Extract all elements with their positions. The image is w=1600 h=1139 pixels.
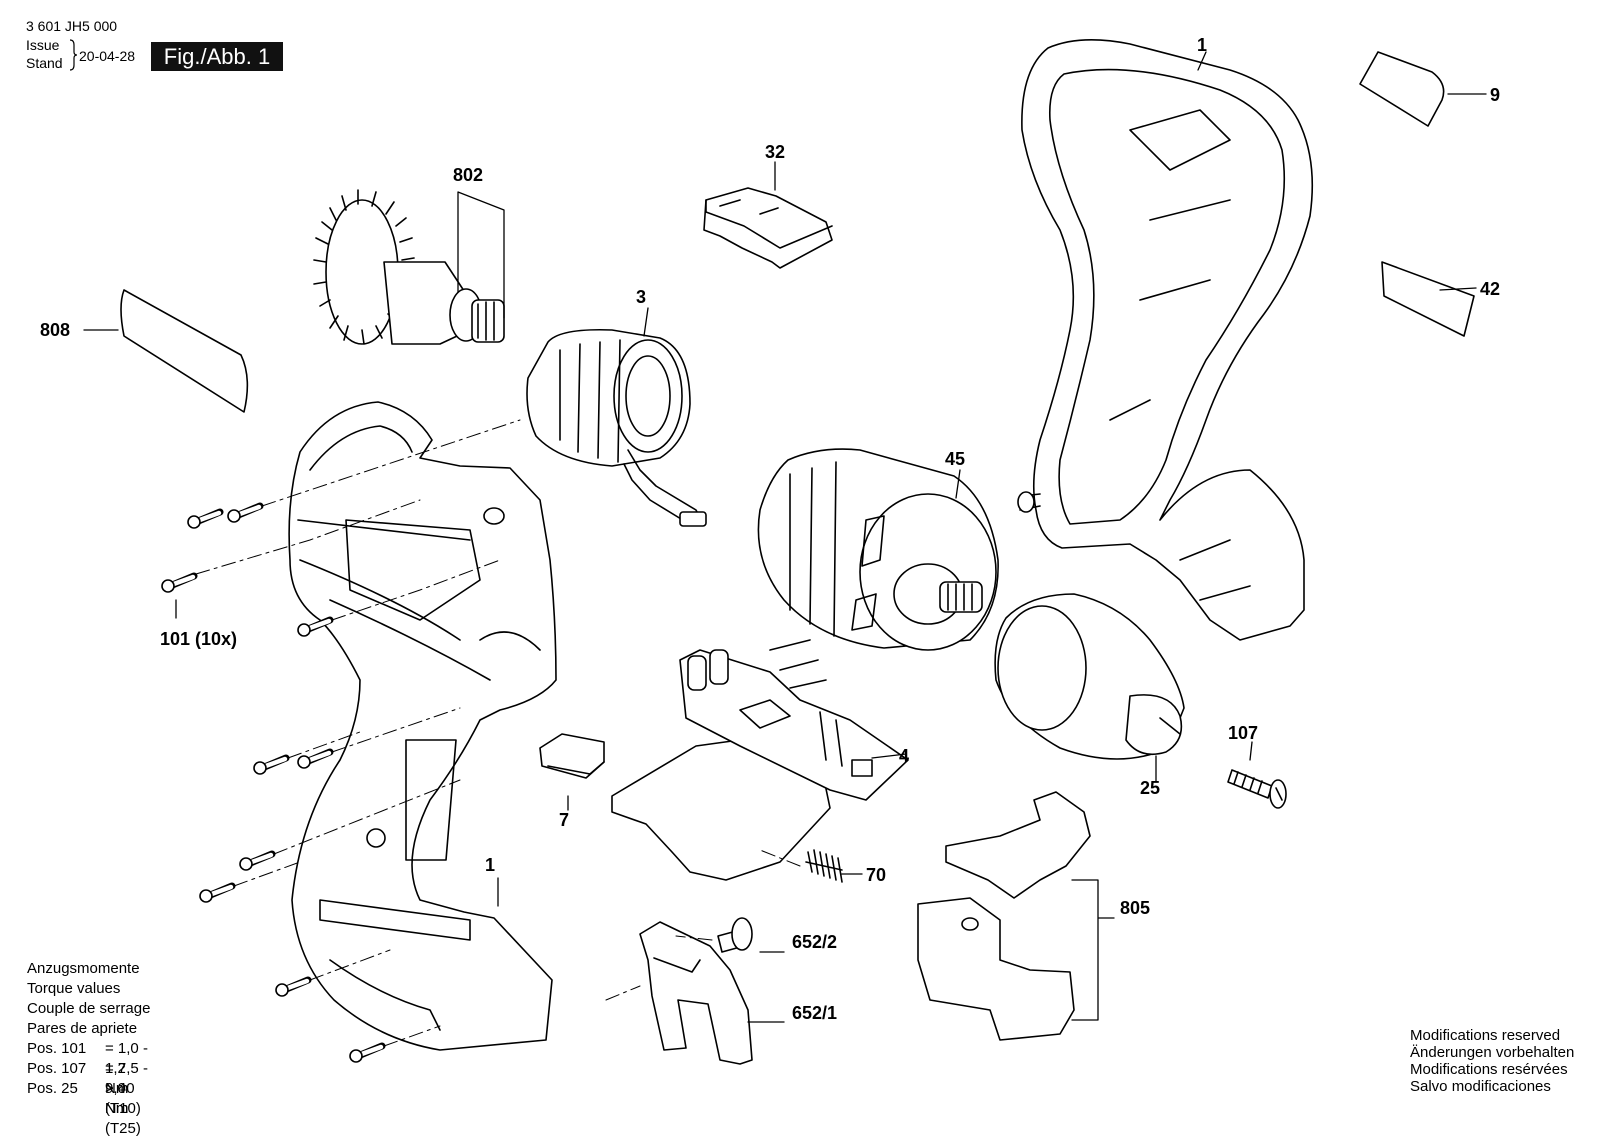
torque-title-es: Pares de apriete — [27, 1020, 138, 1037]
part-25-chuck — [994, 593, 1185, 760]
part-42-label — [1381, 261, 1475, 337]
reserved-fr: Modifications resérvées — [1410, 1061, 1568, 1078]
torque-row: Pos. 25 > 40 Nm — [27, 1079, 150, 1117]
callout-1-bottom: 1 — [485, 855, 496, 875]
part-4-electronics — [611, 639, 909, 881]
callout-107: 107 — [1228, 723, 1259, 743]
callout-9: 9 — [1490, 85, 1501, 105]
callout-805: 805 — [1120, 898, 1151, 918]
torque-row-pos: Pos. 25 — [27, 1080, 78, 1097]
part-1-housing-right — [1017, 39, 1314, 641]
modifications-reserved-notes: Modifications reserved Änderungen vorbeh… — [1410, 1027, 1574, 1095]
torque-title-de: Anzugsmomente — [27, 960, 140, 977]
part-45-gearbox — [757, 448, 999, 651]
issue-label: Issue — [26, 37, 60, 53]
document-number: 3 601 JH5 000 — [26, 18, 118, 34]
callout-70: 70 — [866, 865, 887, 885]
assembly-axis-lines — [195, 419, 801, 1047]
torque-row-value: = 7,5 - 9,0 Nm (T25) — [105, 1060, 148, 1137]
part-802-armature — [313, 189, 505, 345]
torque-row-value: > 40 Nm — [105, 1080, 135, 1117]
reserved-de: Änderungen vorbehalten — [1410, 1044, 1575, 1061]
reserved-es: Salvo modificaciones — [1410, 1078, 1551, 1095]
part-652-2-screw — [717, 917, 753, 953]
callout-4: 4 — [899, 746, 910, 766]
torque-title-fr: Couple de serrage — [27, 1000, 151, 1017]
part-652-1-clip — [639, 921, 753, 1065]
part-9-label — [1359, 51, 1445, 127]
torque-row-pos: Pos. 107 — [27, 1060, 87, 1077]
callout-25: 25 — [1140, 778, 1161, 798]
part-101-screws — [161, 502, 386, 1063]
torque-row: Pos. 101 = 1,0 - 1,2 Nm (T10) — [27, 1039, 150, 1117]
torque-row: Pos. 107 = 7,5 - 9,0 Nm (T25) — [27, 1059, 150, 1137]
callout-32: 32 — [765, 142, 786, 162]
callout-802: 802 — [453, 165, 484, 185]
torque-notes: Anzugsmomente Torque values Couple de se… — [27, 959, 151, 1137]
callout-652-1: 652/1 — [792, 1003, 838, 1023]
brace-icon — [69, 39, 77, 71]
part-107-screw — [1227, 769, 1287, 809]
part-7-pad — [539, 733, 605, 779]
torque-title-en: Torque values — [27, 980, 121, 997]
part-3-stator — [526, 328, 707, 527]
torque-row-pos: Pos. 101 — [27, 1040, 87, 1057]
torque-row-value: = 1,0 - 1,2 Nm (T10) — [105, 1040, 148, 1117]
part-805-switch — [917, 791, 1091, 1041]
part-70-spring — [805, 849, 843, 883]
reserved-en: Modifications reserved — [1410, 1027, 1561, 1044]
callout-7: 7 — [559, 810, 570, 830]
part-32-cover — [703, 187, 833, 269]
part-1-housing-left — [288, 401, 557, 1051]
part-808-label — [120, 289, 249, 413]
callout-3: 3 — [636, 287, 647, 307]
callout-42: 42 — [1480, 279, 1501, 299]
callout-1-top: 1 — [1197, 35, 1208, 55]
issue-date: 20-04-28 — [79, 48, 136, 64]
callout-652-2: 652/2 — [792, 932, 838, 952]
callout-101: 101 (10x) — [160, 629, 238, 649]
callout-45: 45 — [945, 449, 966, 469]
figure-label: Fig./Abb. 1 — [151, 42, 283, 71]
leader-lines — [83, 51, 1487, 1023]
stand-label: Stand — [26, 55, 63, 71]
callout-808: 808 — [40, 320, 71, 340]
